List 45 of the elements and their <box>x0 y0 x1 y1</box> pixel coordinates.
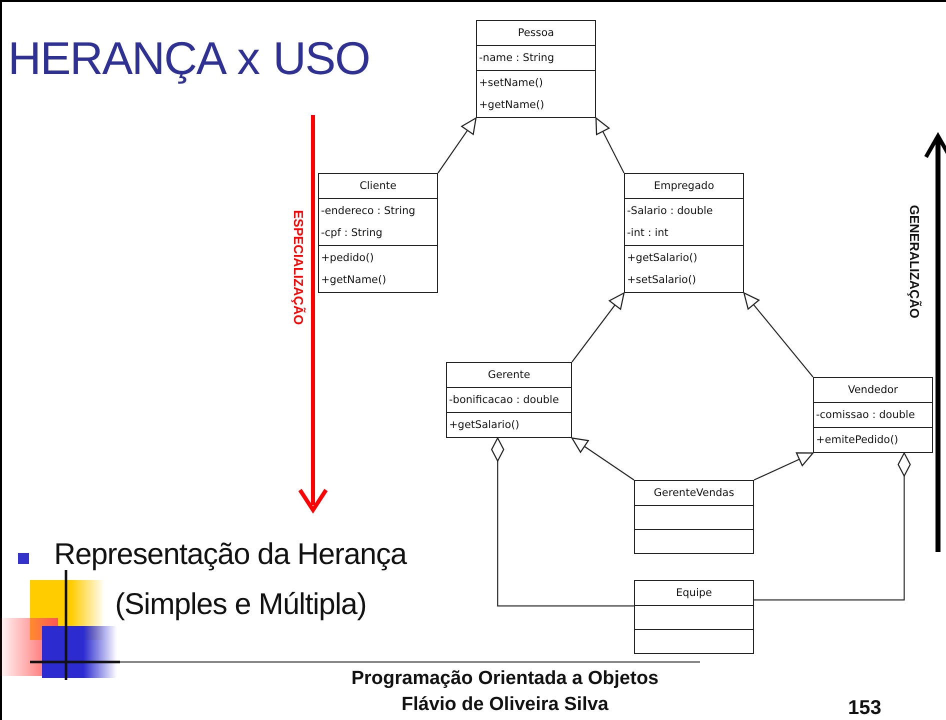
page-number: 153 <box>848 697 882 720</box>
method-text: +getName() <box>320 273 388 288</box>
method-text: +getName() <box>478 98 546 113</box>
class-box <box>634 480 754 554</box>
direction-label: ESPECIALIZAÇÃO <box>291 210 306 325</box>
class-name: Vendedor <box>846 383 899 398</box>
generalization-arrow <box>571 437 634 480</box>
class-name: Pessoa <box>516 26 556 41</box>
attribute-text: -cpf : String <box>320 226 384 241</box>
attribute-text: -endereco : String <box>320 204 416 219</box>
attribute-text: -name : String <box>478 51 556 66</box>
attribute-text: -Salario : double <box>626 204 714 219</box>
aggregation-line <box>754 452 911 601</box>
class-box <box>318 173 438 293</box>
bullet-text: Representação da Herança <box>54 538 406 572</box>
class-name: Equipe <box>675 586 713 601</box>
method-text: +getSalario() <box>448 418 520 433</box>
slide-title: HERANÇA x USO <box>8 31 370 86</box>
generalization-arrow <box>572 292 625 362</box>
direction-label: GENERALIZAÇÃO <box>907 205 922 318</box>
method-text: +emitePedido() <box>815 433 900 448</box>
generalization-arrow <box>595 117 624 174</box>
attribute-text: -int : int <box>626 226 670 241</box>
generalization-arrow <box>754 452 814 480</box>
class-name: GerenteVendas <box>652 486 736 501</box>
generalization-arrow <box>438 117 477 174</box>
generalization-arrow <box>743 292 814 378</box>
class-box <box>476 20 596 118</box>
class-box <box>446 362 572 438</box>
class-name: Empregado <box>652 179 716 194</box>
method-text: +pedido() <box>320 251 375 266</box>
footer-text: Flávio de Oliveira Silva <box>400 694 610 716</box>
bullet-subtext: (Simples e Múltipla) <box>115 588 366 622</box>
class-box <box>813 377 933 453</box>
method-text: +setSalario() <box>626 273 698 288</box>
aggregation-line <box>491 437 634 606</box>
class-name: Cliente <box>358 179 398 194</box>
method-text: +getSalario() <box>626 251 698 266</box>
footer-text: Programação Orientada a Objetos <box>350 668 660 690</box>
class-box <box>634 580 754 654</box>
class-box <box>624 173 744 293</box>
attribute-text: -bonificacao : double <box>448 393 560 408</box>
method-text: +setName() <box>478 76 544 91</box>
class-name: Gerente <box>486 368 532 383</box>
attribute-text: -comissao : double <box>815 408 916 423</box>
